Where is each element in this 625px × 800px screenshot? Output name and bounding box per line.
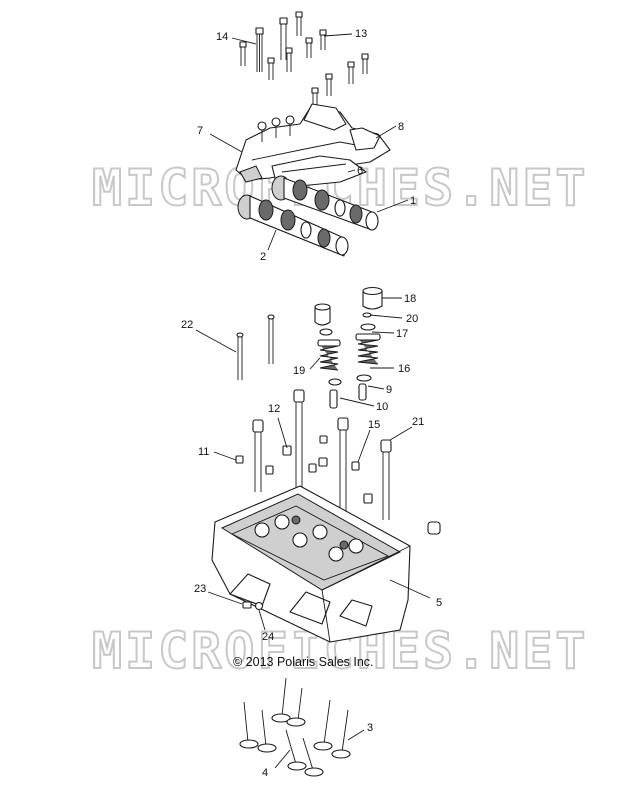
spring-seats-guides <box>328 374 372 409</box>
callout-14: 14 <box>216 31 228 43</box>
callout-13: 13 <box>355 28 367 40</box>
callout-6: 6 <box>357 165 363 177</box>
callout-20: 20 <box>406 313 418 325</box>
callout-15: 15 <box>368 419 380 431</box>
callout-9: 9 <box>386 384 392 396</box>
valve-buckets <box>314 286 383 326</box>
head-studs <box>236 314 275 380</box>
cylinder-head <box>211 485 411 643</box>
callout-3: 3 <box>367 722 373 734</box>
valve-springs <box>317 333 381 371</box>
callout-10: 10 <box>376 401 388 413</box>
camshaft-upper <box>271 175 379 231</box>
callout-21: 21 <box>412 416 424 428</box>
callout-22: 22 <box>181 319 193 331</box>
callout-8: 8 <box>398 121 404 133</box>
callout-23: 23 <box>194 583 206 595</box>
intake-exhaust-valves <box>239 677 351 777</box>
copyright-text: © 2013 Polaris Sales Inc. <box>233 655 374 669</box>
valve-shims-keepers <box>319 312 376 336</box>
callout-11: 11 <box>198 446 209 458</box>
camshaft-lower <box>237 194 349 257</box>
callout-18: 18 <box>404 293 416 305</box>
callout-1: 1 <box>410 195 416 207</box>
camshaft-cap-bolts <box>239 11 369 106</box>
callout-leaders <box>195 33 431 769</box>
callout-16: 16 <box>398 363 410 375</box>
callout-4: 4 <box>262 767 268 779</box>
callout-7: 7 <box>197 125 203 137</box>
callout-numbers: 1 2 3 4 5 6 7 8 9 10 11 12 13 14 15 16 1… <box>181 28 442 779</box>
callout-17: 17 <box>396 328 408 340</box>
callout-19: 19 <box>293 365 305 377</box>
callout-24: 24 <box>262 631 274 643</box>
callout-2: 2 <box>260 251 266 263</box>
head-nuts-dowels <box>235 435 441 535</box>
callout-12: 12 <box>268 403 280 415</box>
callout-5: 5 <box>436 597 442 609</box>
